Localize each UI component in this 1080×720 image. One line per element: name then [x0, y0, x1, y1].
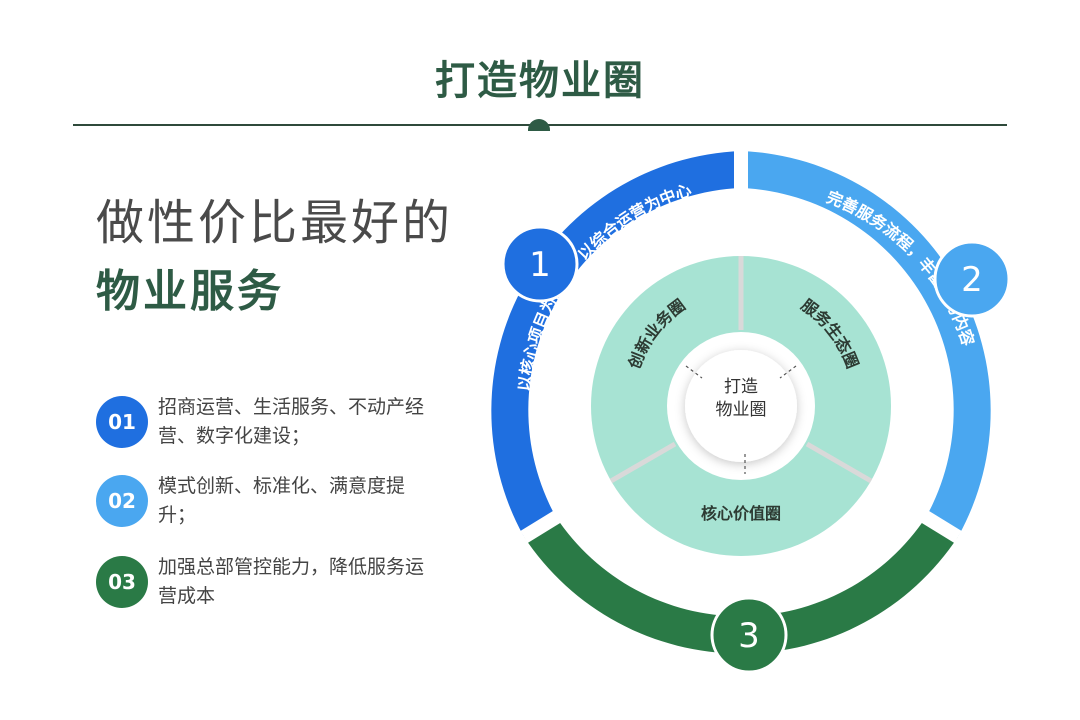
outer-segment-2: [741, 151, 991, 536]
title-divider-notch: [528, 119, 550, 131]
svg-text:2: 2: [961, 260, 983, 300]
segment-gap-right: [858, 472, 962, 543]
point-badge-2: 02: [96, 475, 148, 527]
point-text-1: 招商运营、生活服务、不动产经营、数字化建设；: [158, 396, 425, 447]
point-badge-1: 01: [96, 396, 148, 448]
point-item-1: 01 招商运营、生活服务、不动产经营、数字化建设；: [96, 396, 436, 460]
svg-text:3: 3: [738, 616, 760, 656]
point-item-3: 03 加强总部管控能力，降低服务运营成本: [96, 556, 436, 620]
segment-badge-1: 1: [501, 225, 579, 303]
headline-line-2: 物业服务: [96, 266, 284, 317]
core-label-line-1: 打造: [724, 377, 758, 397]
segment-badge-3: 3: [710, 596, 788, 674]
inner-divider-left: [609, 441, 677, 484]
svg-text:1: 1: [529, 245, 551, 285]
headline-line-1: 做性价比最好的: [96, 195, 454, 251]
page-title: 打造物业圈: [435, 57, 645, 104]
point-item-2: 02 模式创新、标准化、满意度提升；: [96, 475, 436, 539]
point-text-3: 加强总部管控能力，降低服务运营成本: [158, 556, 425, 607]
inner-divider-right: [805, 441, 873, 484]
segment-gap-left: [520, 472, 624, 543]
outer-segment-3: [524, 517, 958, 654]
point-text-2: 模式创新、标准化、满意度提升；: [158, 475, 406, 526]
segment-badge-2: 2: [933, 240, 1011, 318]
core-disc: [685, 350, 797, 462]
inner-segment-3-label: 核心价值圈: [701, 504, 781, 523]
outer-segment-3-label: 科技赋能，提升服务质效: [653, 566, 829, 585]
point-badge-3: 03: [96, 556, 148, 608]
core-label-line-2: 物业圈: [716, 400, 767, 420]
